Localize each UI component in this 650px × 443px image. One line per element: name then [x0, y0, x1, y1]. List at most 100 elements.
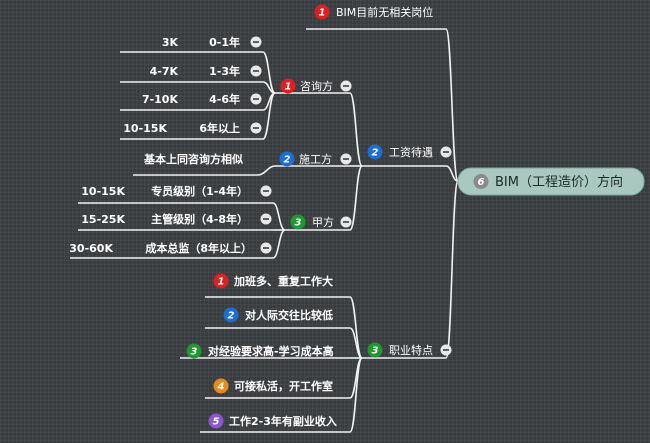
trait-leaf-4[interactable]: 5 工作2-3年有副业收入 [208, 413, 337, 429]
owner-leaf-2-collapse-icon[interactable] [260, 242, 272, 254]
root-node-box [457, 167, 645, 196]
owner-leaf-1-collapse-icon[interactable] [260, 213, 272, 225]
link-salary-owner [349, 165, 363, 231]
consult-leaf-years: 6年以上 [199, 121, 240, 135]
owner-collapse-icon[interactable] [340, 216, 352, 228]
trait-badge [186, 343, 202, 359]
node-constr[interactable]: 2 施工方 [279, 151, 352, 167]
constr-leaf-text: 基本上同咨询方相似 [143, 152, 243, 166]
link-constr-0 [257, 165, 276, 176]
trait-badge-number: 1 [218, 277, 225, 288]
link-salary-consult [349, 92, 363, 167]
consult-leaf-salary: 10-15K [123, 122, 167, 135]
consult-badge [280, 78, 296, 94]
salary-badge-number: 2 [372, 148, 379, 159]
consult-label: 咨询方 [300, 79, 333, 93]
owner-leaf-0-collapse-icon[interactable] [260, 185, 272, 197]
constr-label: 施工方 [299, 152, 332, 166]
traits-label: 职业特点 [389, 343, 433, 357]
top-badge [314, 4, 330, 20]
node-owner[interactable]: 3 甲方 [290, 214, 352, 230]
link-owner-0 [272, 202, 286, 231]
owner-leaf-2[interactable]: 30-60K 成本总监（8年以上） [69, 241, 272, 255]
trait-badge-number: 4 [217, 382, 225, 393]
trait-badge [208, 413, 224, 429]
constr-leaf-0[interactable]: 基本上同咨询方相似 [143, 152, 243, 166]
traits-badge [367, 342, 383, 358]
link-trait-4 [349, 357, 363, 433]
consult-leaf-salary: 4-7K [150, 65, 179, 78]
node-top[interactable]: 1 BIM目前无相关岗位 [314, 4, 434, 20]
top-badge-number: 1 [319, 8, 326, 19]
link-trait-1 [349, 327, 363, 359]
root-label: BIM（工程造价）方向 [495, 174, 623, 190]
consult-leaf-1[interactable]: 4-7K 1-3年 [150, 64, 262, 78]
consult-badge-number: 1 [285, 82, 292, 93]
consult-leaf-2[interactable]: 7-10K 4-6年 [142, 92, 262, 106]
trait-badge [213, 378, 229, 394]
owner-leaf-salary: 10-15K [81, 185, 125, 198]
constr-collapse-icon[interactable] [340, 153, 352, 165]
root-badge [473, 174, 489, 189]
link-consult-0 [262, 51, 276, 94]
trait-badge [223, 307, 239, 323]
consult-leaf-3[interactable]: 10-15K 6年以上 [123, 121, 262, 135]
salary-collapse-icon[interactable] [440, 146, 452, 158]
trait-label: 对人际交往比较低 [245, 308, 333, 322]
link-root-traits [445, 180, 459, 359]
trait-badge-number: 2 [228, 311, 235, 322]
consult-leaf-years: 1-3年 [209, 64, 240, 78]
owner-label: 甲方 [312, 215, 334, 229]
trait-label: 可接私活，开工作室 [234, 379, 333, 393]
owner-leaf-0[interactable]: 10-15K 专员级别（1-4年） [81, 184, 272, 198]
consult-leaf-salary: 7-10K [142, 93, 179, 106]
top-label: BIM目前无相关岗位 [336, 5, 433, 19]
owner-leaf-1[interactable]: 15-25K 主管级别（4-8年） [81, 212, 272, 226]
trait-label: 工作2-3年有副业收入 [229, 414, 337, 428]
link-trait-0 [349, 296, 363, 359]
consult-leaf-0-collapse-icon[interactable] [250, 36, 262, 48]
consult-leaf-salary: 3K [162, 36, 179, 49]
node-consult[interactable]: 1 咨询方 [280, 78, 352, 94]
trait-leaf-0[interactable]: 1 加班多、重复工作大 [213, 273, 334, 289]
root-node[interactable]: 6 BIM（工程造价）方向 [457, 167, 645, 196]
constr-badge [279, 151, 295, 167]
root-badge-number: 6 [478, 177, 485, 188]
node-underlines [70, 28, 446, 433]
trait-leaf-2[interactable]: 3 对经验要求高-学习成本高 [186, 343, 334, 359]
trait-label: 对经验要求高-学习成本高 [208, 344, 334, 358]
owner-badge-number: 3 [295, 218, 302, 229]
salary-label: 工资待遇 [389, 145, 433, 159]
owner-leaf-salary: 15-25K [81, 213, 125, 226]
constr-badge-number: 2 [284, 155, 291, 166]
owner-leaf-title: 成本总监（8年以上） [145, 241, 252, 255]
consult-leaf-years: 0-1年 [209, 35, 240, 49]
consult-leaf-0[interactable]: 3K 0-1年 [162, 35, 262, 49]
trait-badge-number: 3 [191, 347, 198, 358]
link-owner-2 [272, 229, 286, 259]
trait-leaf-1[interactable]: 2 对人际交往比较低 [223, 307, 334, 323]
trait-leaf-3[interactable]: 4 可接私活，开工作室 [213, 378, 334, 394]
owner-badge [290, 214, 306, 230]
consult-leaf-1-collapse-icon[interactable] [250, 65, 262, 77]
trait-label: 加班多、重复工作大 [233, 274, 333, 288]
connector-lines [257, 28, 459, 433]
node-salary[interactable]: 2 工资待遇 [367, 144, 452, 160]
node-traits[interactable]: 3 职业特点 [367, 342, 452, 358]
salary-badge [367, 144, 383, 160]
owner-leaf-salary: 30-60K [69, 242, 113, 255]
owner-leaf-title: 专员级别（1-4年） [151, 184, 248, 198]
link-consult-3 [262, 92, 276, 140]
consult-leaf-years: 4-6年 [209, 92, 240, 106]
trait-badge [213, 273, 229, 289]
link-root-salary [445, 165, 459, 182]
consult-leaf-3-collapse-icon[interactable] [250, 122, 262, 134]
consult-collapse-icon[interactable] [340, 80, 352, 92]
owner-leaf-title: 主管级别（4-8年） [151, 212, 248, 226]
consult-leaf-2-collapse-icon[interactable] [250, 93, 262, 105]
traits-badge-number: 3 [372, 346, 379, 357]
trait-badge-number: 5 [213, 417, 220, 428]
link-root-top [445, 28, 459, 182]
traits-collapse-icon[interactable] [440, 344, 452, 356]
